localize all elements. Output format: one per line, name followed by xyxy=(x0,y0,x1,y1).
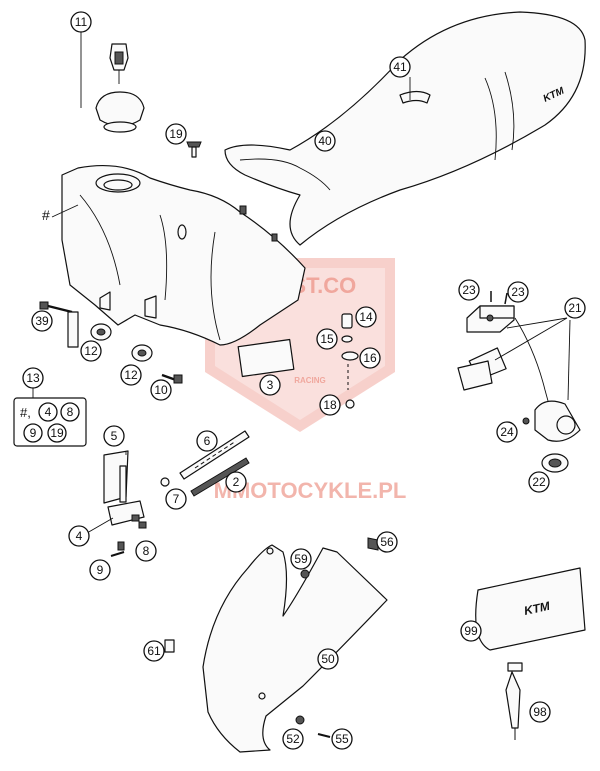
svg-text:7: 7 xyxy=(173,492,180,506)
svg-text:10: 10 xyxy=(154,383,168,397)
bolt-10 xyxy=(161,373,183,384)
decal-3 xyxy=(237,338,295,378)
fastener-stack-14-18 xyxy=(341,313,359,409)
kit-box-item-19: 19 xyxy=(50,426,64,440)
svg-text:23: 23 xyxy=(511,285,525,299)
callout-23a: 23 xyxy=(458,279,480,301)
callout-59: 59 xyxy=(290,548,312,570)
screw-19 xyxy=(186,141,202,158)
callout-55: 55 xyxy=(331,728,353,750)
callout-10: 10 xyxy=(150,379,172,401)
kit-box-item-9: 9 xyxy=(30,426,37,440)
kit-box-hash: #, xyxy=(20,405,31,420)
callout-18: 18 xyxy=(319,394,341,416)
svg-text:50: 50 xyxy=(321,652,335,666)
callout-5: 5 xyxy=(103,425,125,447)
svg-text:41: 41 xyxy=(393,60,407,74)
seat: KTM xyxy=(224,11,586,246)
callout-22: 22 xyxy=(528,471,550,493)
callout-9: 9 xyxy=(89,559,111,581)
svg-text:98: 98 xyxy=(533,705,547,719)
callout-99: 99 xyxy=(460,620,482,642)
callout-14: 14 xyxy=(355,306,377,328)
callout-39: 39 xyxy=(31,310,53,332)
svg-text:61: 61 xyxy=(147,644,161,658)
svg-text:19: 19 xyxy=(169,127,183,141)
svg-text:15: 15 xyxy=(320,332,334,346)
svg-text:22: 22 xyxy=(532,475,546,489)
callout-56: 56 xyxy=(376,531,398,553)
decal-pad-99: KTM xyxy=(475,567,586,651)
callout-13: 13 xyxy=(22,367,44,389)
callout-98: 98 xyxy=(529,701,551,723)
watermark-racing: RACING xyxy=(294,376,326,385)
callout-2: 2 xyxy=(225,471,247,493)
svg-text:16: 16 xyxy=(363,351,377,365)
fuel-tank: # xyxy=(42,164,306,346)
svg-text:52: 52 xyxy=(286,732,300,746)
kit-box-item-4: 4 xyxy=(45,405,52,419)
callout-12a: 12 xyxy=(80,340,102,362)
callout-40: 40 xyxy=(314,130,336,152)
callout-12b: 12 xyxy=(120,364,142,386)
callout-50: 50 xyxy=(317,648,339,670)
svg-text:99: 99 xyxy=(464,624,478,638)
svg-text:55: 55 xyxy=(335,732,349,746)
svg-text:56: 56 xyxy=(380,535,394,549)
svg-text:39: 39 xyxy=(35,314,49,328)
callout-41: 41 xyxy=(389,56,411,78)
svg-text:8: 8 xyxy=(143,544,150,558)
callout-8: 8 xyxy=(135,540,157,562)
ignition-lock-set xyxy=(457,291,581,473)
svg-text:59: 59 xyxy=(294,552,308,566)
callout-6: 6 xyxy=(196,430,218,452)
svg-text:18: 18 xyxy=(323,398,337,412)
svg-text:4: 4 xyxy=(76,529,83,543)
svg-text:5: 5 xyxy=(111,429,118,443)
tank-hash-label: # xyxy=(42,207,50,223)
callouts: 11 19 41 40 39 12 12 13 10 14 15 16 18 3… xyxy=(22,11,586,750)
callout-23b: 23 xyxy=(507,281,529,303)
svg-text:13: 13 xyxy=(26,371,40,385)
callout-7: 7 xyxy=(165,488,187,510)
kit-box: #, 4 8 9 19 xyxy=(13,388,87,447)
bolt-39 xyxy=(39,301,79,348)
svg-text:9: 9 xyxy=(97,563,104,577)
fuel-cap-with-key xyxy=(80,32,145,133)
grommet-12-a xyxy=(90,323,112,341)
callout-15: 15 xyxy=(316,328,338,350)
svg-text:6: 6 xyxy=(204,434,211,448)
svg-text:12: 12 xyxy=(84,344,98,358)
fuel-tap-assembly xyxy=(103,450,147,557)
callout-16: 16 xyxy=(359,347,381,369)
callout-61: 61 xyxy=(143,640,165,662)
callout-24: 24 xyxy=(496,421,518,443)
svg-text:12: 12 xyxy=(124,368,138,382)
callout-21: 21 xyxy=(564,297,586,319)
svg-text:11: 11 xyxy=(75,15,88,29)
callout-52: 52 xyxy=(282,728,304,750)
svg-text:21: 21 xyxy=(568,301,582,315)
callout-4: 4 xyxy=(68,525,90,547)
svg-text:2: 2 xyxy=(233,475,240,489)
fuel-hoses xyxy=(160,430,250,497)
svg-text:40: 40 xyxy=(318,134,332,148)
radiator-spoiler xyxy=(164,537,388,753)
callout-11: 11 xyxy=(70,11,92,33)
grommet-12-b xyxy=(131,344,153,362)
svg-text:23: 23 xyxy=(462,283,476,297)
decal-pad-logo: KTM xyxy=(523,599,552,618)
svg-text:24: 24 xyxy=(500,425,514,439)
callout-19: 19 xyxy=(165,123,187,145)
svg-text:14: 14 xyxy=(359,310,373,324)
callout-3: 3 xyxy=(259,374,281,396)
cable-tie-98 xyxy=(505,662,523,740)
svg-text:3: 3 xyxy=(267,378,274,392)
kit-box-item-8: 8 xyxy=(67,405,74,419)
